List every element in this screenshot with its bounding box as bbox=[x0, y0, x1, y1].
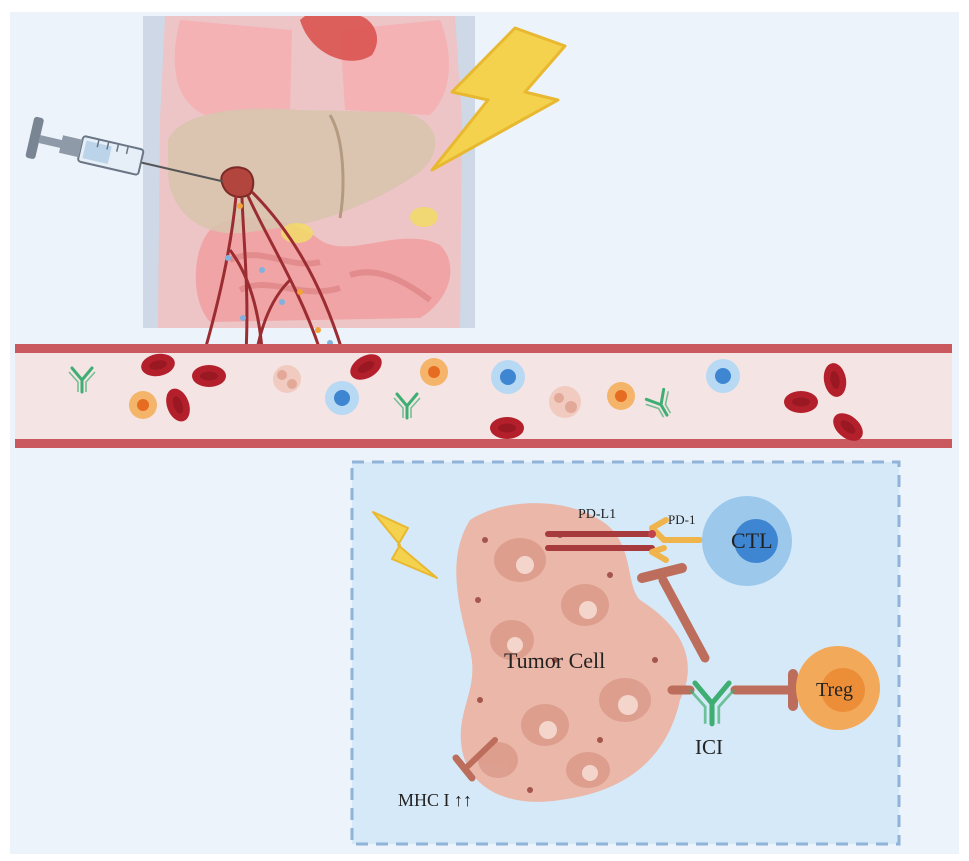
pd-1-receptor bbox=[649, 517, 703, 563]
circulating-cells bbox=[67, 348, 869, 447]
mechanism-inset: PD-L1 PD-1 CTL Tumor Cell Treg ICI MHC I… bbox=[350, 460, 901, 846]
lymphocyte-icon bbox=[607, 382, 635, 410]
circulating-tumor-cell bbox=[273, 365, 581, 418]
lymphocyte-icon bbox=[491, 360, 525, 394]
lymphocyte-icon bbox=[420, 358, 448, 386]
ctl-cell bbox=[702, 496, 792, 586]
red-blood-cell-icon bbox=[192, 365, 226, 387]
treg-label: Treg bbox=[816, 679, 853, 701]
antibody-icon bbox=[688, 680, 736, 727]
inhibition-arrow-icon bbox=[730, 669, 798, 711]
lymphocyte-icon bbox=[129, 391, 157, 419]
syringe-icon bbox=[25, 116, 223, 183]
tumor-cell-label: Tumor Cell bbox=[504, 648, 605, 673]
pd-l1-label: PD-L1 bbox=[578, 507, 616, 522]
pd-l1-receptor bbox=[545, 531, 655, 551]
inhibition-arrow-icon bbox=[452, 737, 498, 782]
anatomy-illustration bbox=[143, 16, 475, 387]
treg-cell bbox=[796, 646, 880, 730]
lymphocyte-icon bbox=[706, 359, 740, 393]
mhc-label: MHC I ↑↑ bbox=[398, 790, 472, 810]
tumor-cell-cluster bbox=[456, 503, 688, 802]
lymphocyte-icon bbox=[325, 381, 359, 415]
ici-label: ICI bbox=[695, 735, 723, 759]
lightning-icon bbox=[372, 511, 438, 579]
pd-1-label: PD-1 bbox=[668, 512, 695, 527]
inhibition-arrow-icon bbox=[637, 563, 710, 663]
ctl-label: CTL bbox=[731, 528, 773, 553]
red-blood-cell-icon bbox=[784, 391, 818, 413]
tumor-icon bbox=[220, 166, 255, 198]
red-blood-cell-icon bbox=[490, 417, 524, 439]
heart-icon bbox=[300, 16, 378, 61]
lightning-icon bbox=[430, 26, 567, 172]
